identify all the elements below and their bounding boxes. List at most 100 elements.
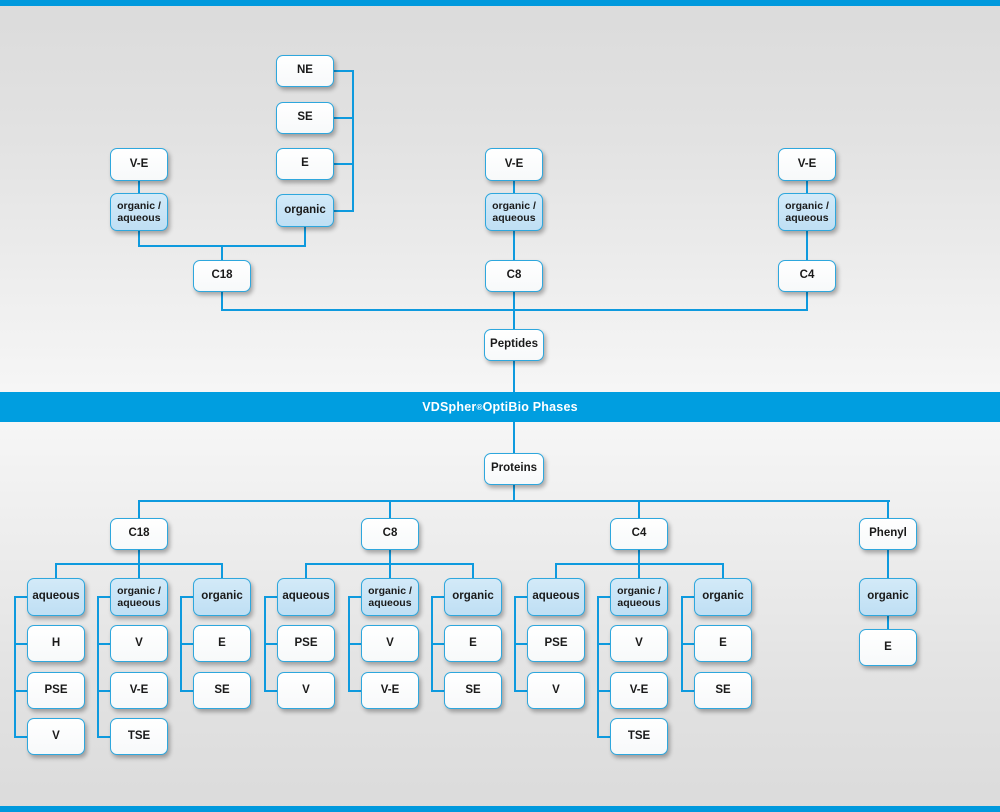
- node-c18-organic-se[interactable]: SE: [193, 672, 251, 709]
- connector-c4b-to-aqueous: [555, 563, 557, 578]
- connector-c18-oa-stub-2: [97, 690, 111, 692]
- node-label: organic / aqueous: [617, 585, 661, 609]
- node-label-line2: aqueous: [117, 212, 161, 224]
- node-se[interactable]: SE: [276, 102, 334, 134]
- connector-ne-to-bus: [334, 70, 354, 72]
- node-c4-organic-aqueous[interactable]: organic / aqueous: [610, 578, 668, 616]
- node-c18-oa-ve[interactable]: V-E: [110, 672, 168, 709]
- node-c8-organic-aqueous[interactable]: organic / aqueous: [361, 578, 419, 616]
- connector-c18-organic-stub-2: [180, 690, 194, 692]
- connector-c18-aqueous-stub-3: [14, 736, 28, 738]
- connector-ve-to-oa-c8: [513, 181, 515, 193]
- node-ve-c8[interactable]: V-E: [485, 148, 543, 181]
- node-c4-proteins[interactable]: C4: [610, 518, 668, 550]
- connector-c4b-down: [638, 550, 640, 564]
- connector-c18-aqueous-spine: [14, 596, 16, 736]
- node-c4-oa-ve[interactable]: V-E: [610, 672, 668, 709]
- connector-bar-to-peptides: [513, 309, 515, 329]
- node-c8-proteins[interactable]: C8: [361, 518, 419, 550]
- node-c4-aqueous-v[interactable]: V: [527, 672, 585, 709]
- node-c8-aqueous-pse[interactable]: PSE: [277, 625, 335, 662]
- node-label: organic / aqueous: [117, 585, 161, 609]
- connector-c8-aqueous-stub-2: [264, 690, 278, 692]
- connector-top-organic-bus: [352, 71, 354, 211]
- node-c18-organic-aqueous[interactable]: organic / aqueous: [110, 578, 168, 616]
- node-label: organic / aqueous: [785, 200, 829, 224]
- node-proteins[interactable]: Proteins: [484, 453, 544, 485]
- connector-c18-aqueous-stub-0: [14, 596, 28, 598]
- connector-c8-organic-stub-0: [431, 596, 445, 598]
- node-organic-aqueous-c4[interactable]: organic / aqueous: [778, 193, 836, 231]
- node-label-line1: organic /: [492, 199, 536, 212]
- node-ve-c18[interactable]: V-E: [110, 148, 168, 181]
- top-accent-bar: [0, 0, 1000, 6]
- node-c8-organic-e[interactable]: E: [444, 625, 502, 662]
- connector-proteins-down: [513, 485, 515, 501]
- node-c18-aqueous-h[interactable]: H: [27, 625, 85, 662]
- node-label: aqueous: [532, 590, 580, 603]
- connector-c8b-to-aqueous: [305, 563, 307, 578]
- node-c18-aqueous-pse[interactable]: PSE: [27, 672, 85, 709]
- node-label: C4: [631, 527, 647, 540]
- node-label: organic / aqueous: [117, 200, 161, 224]
- node-c18-organic[interactable]: organic: [193, 578, 251, 616]
- connector-organic-down-c18: [304, 227, 306, 246]
- node-ve-c4[interactable]: V-E: [778, 148, 836, 181]
- connector-bar-to-phenyl: [887, 500, 889, 518]
- node-phenyl-organic-e[interactable]: E: [859, 629, 917, 666]
- node-c18-peptides[interactable]: C18: [193, 260, 251, 292]
- node-label: V: [552, 683, 560, 696]
- node-ne[interactable]: NE: [276, 55, 334, 87]
- node-c8-oa-v[interactable]: V: [361, 625, 419, 662]
- node-c4-oa-tse[interactable]: TSE: [610, 718, 668, 755]
- node-c8-peptides[interactable]: C8: [485, 260, 543, 292]
- node-c18-oa-tse[interactable]: TSE: [110, 718, 168, 755]
- connector-c18-aqueous-stub-1: [14, 643, 28, 645]
- connector-c18-oa-spine: [97, 596, 99, 736]
- node-label-line2: aqueous: [492, 212, 536, 224]
- node-label: NE: [297, 64, 313, 77]
- connector-bar-to-c18-bottom: [138, 500, 140, 518]
- node-e-top[interactable]: E: [276, 148, 334, 180]
- node-c8-aqueous[interactable]: aqueous: [277, 578, 335, 616]
- node-c4-organic[interactable]: organic: [694, 578, 752, 616]
- node-c8-aqueous-v[interactable]: V: [277, 672, 335, 709]
- bottom-accent-bar: [0, 806, 1000, 812]
- node-c4-organic-e[interactable]: E: [694, 625, 752, 662]
- connector-c8-oa-stub-2: [348, 690, 362, 692]
- node-peptides[interactable]: Peptides: [484, 329, 544, 361]
- connector-banner-to-proteins: [513, 422, 515, 453]
- node-label: V-E: [629, 683, 649, 696]
- node-label: E: [218, 636, 226, 649]
- connector-c8-aqueous-stub-0: [264, 596, 278, 598]
- node-c4-organic-se[interactable]: SE: [694, 672, 752, 709]
- node-organic-aqueous-c8[interactable]: organic / aqueous: [485, 193, 543, 231]
- node-c18-oa-v[interactable]: V: [110, 625, 168, 662]
- node-label: SE: [297, 111, 313, 124]
- node-label: organic: [702, 590, 744, 603]
- connector-c4b-to-organic: [722, 563, 724, 578]
- node-c8-organic-se[interactable]: SE: [444, 672, 502, 709]
- node-c18-aqueous[interactable]: aqueous: [27, 578, 85, 616]
- node-organic-top[interactable]: organic: [276, 194, 334, 227]
- connector-c18-aqueous-stub-2: [14, 690, 28, 692]
- node-c8-organic[interactable]: organic: [444, 578, 502, 616]
- node-label: E: [884, 640, 892, 653]
- node-c18-proteins[interactable]: C18: [110, 518, 168, 550]
- connector-c8-organic-stub-2: [431, 690, 445, 692]
- node-phenyl-proteins[interactable]: Phenyl: [859, 518, 917, 550]
- connector-c4-to-bar: [806, 292, 808, 310]
- connector-c8-organic-stub-1: [431, 643, 445, 645]
- node-label: PSE: [544, 636, 568, 649]
- node-label: C18: [211, 269, 233, 282]
- node-c8-oa-ve[interactable]: V-E: [361, 672, 419, 709]
- node-c4-oa-v[interactable]: V: [610, 625, 668, 662]
- node-c4-aqueous-pse[interactable]: PSE: [527, 625, 585, 662]
- node-c18-organic-e[interactable]: E: [193, 625, 251, 662]
- node-c4-aqueous[interactable]: aqueous: [527, 578, 585, 616]
- node-c4-peptides[interactable]: C4: [778, 260, 836, 292]
- node-phenyl-organic[interactable]: organic: [859, 578, 917, 616]
- node-c18-aqueous-v[interactable]: V: [27, 718, 85, 755]
- node-organic-aqueous-c18[interactable]: organic / aqueous: [110, 193, 168, 231]
- connector-c4-oa-spine: [597, 596, 599, 736]
